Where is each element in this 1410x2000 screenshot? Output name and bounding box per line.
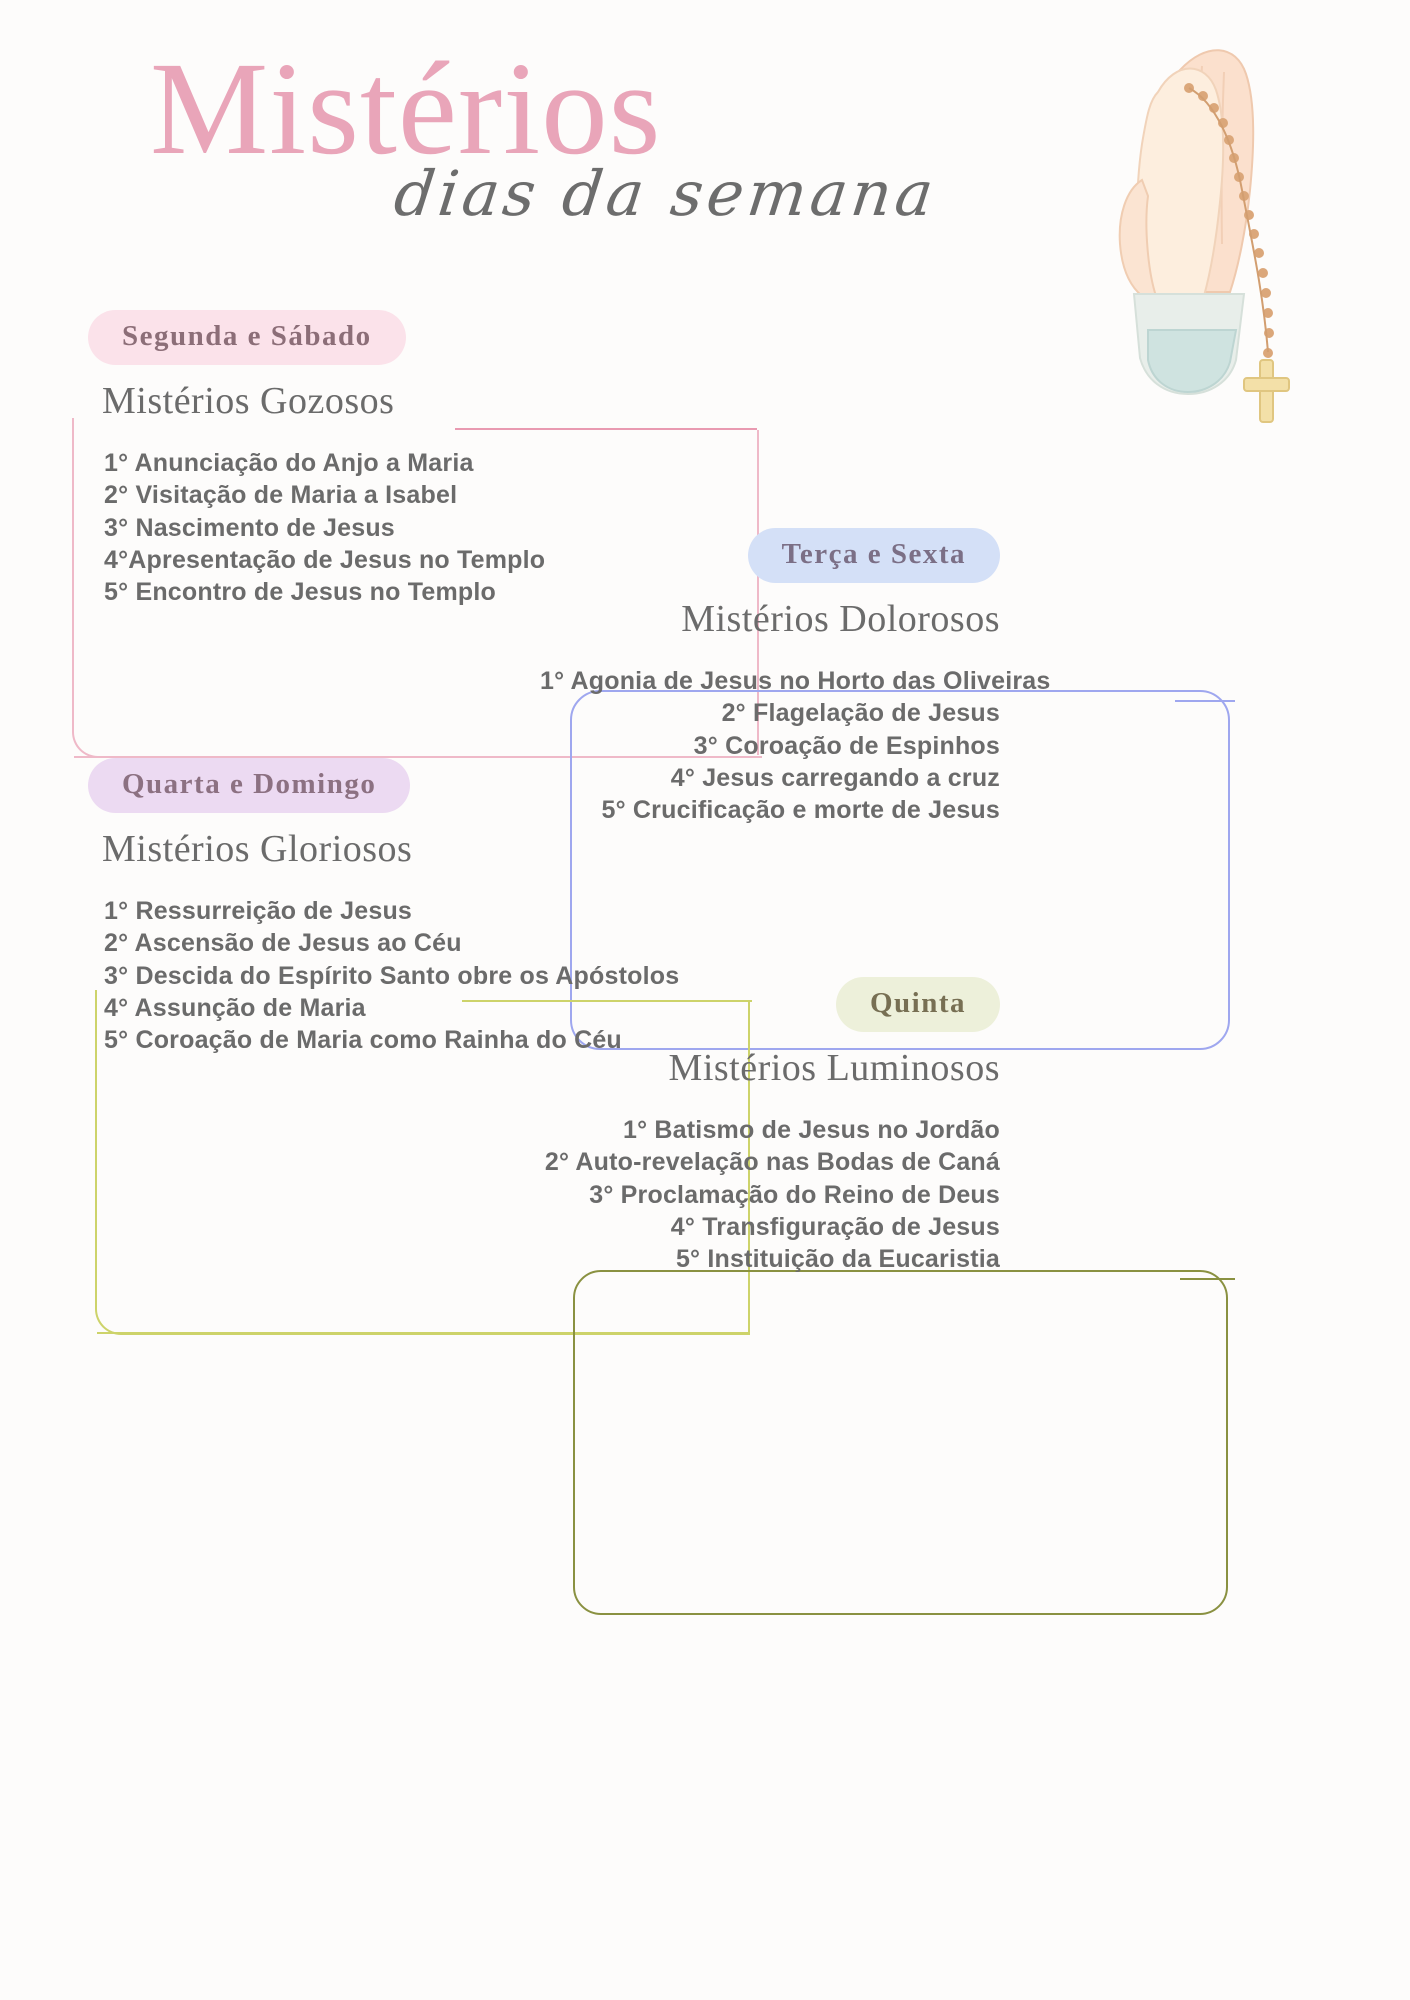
- connector-gozosos: [455, 428, 757, 430]
- days-badge-gloriosos: Quarta e Domingo: [88, 758, 411, 813]
- mystery-title-dolorosos: Mistérios Dolorosos: [681, 598, 1000, 640]
- frame-gozosos-right-edge: [757, 430, 759, 755]
- mystery-title-gozosos: Mistérios Gozosos: [102, 380, 395, 422]
- frame-gloriosos-right-edge: [748, 1000, 750, 1333]
- poster-header: Mistérios dias da semana: [0, 0, 1410, 423]
- card-gozosos: Segunda e Sábado Mistérios Gozosos 1° An…: [88, 310, 545, 608]
- connector-luminosos: [1180, 1278, 1235, 1280]
- list-item: 2° Visitação de Maria a Isabel: [104, 481, 458, 510]
- list-item: 3° Proclamação do Reino de Deus: [589, 1180, 1000, 1209]
- mystery-list-dolorosos: 1° Agonia de Jesus no Horto das Oliveira…: [540, 665, 1051, 826]
- card-dolorosos: Terça e Sexta Mistérios Dolorosos 1° Ago…: [540, 528, 1051, 826]
- mystery-title-luminosos: Mistérios Luminosos: [668, 1047, 1000, 1089]
- page-title: Mistérios: [150, 34, 662, 182]
- list-item: 4° Transfiguração de Jesus: [670, 1212, 1000, 1241]
- mystery-list-gloriosos: 1° Ressurreição de Jesus 2° Ascensão de …: [104, 895, 679, 1056]
- list-item: 5° Encontro de Jesus no Templo: [104, 578, 496, 606]
- list-item: 5° Crucificação e morte de Jesus: [601, 796, 1000, 824]
- frame-gloriosos-bottom-edge: [97, 1332, 748, 1334]
- list-item: 3° Coroação de Espinhos: [693, 731, 1000, 760]
- list-item: 1° Anunciação do Anjo a Maria: [104, 449, 474, 477]
- mystery-title-gloriosos: Mistérios Gloriosos: [102, 828, 413, 870]
- list-item: 3° Descida do Espírito Santo obre os Apó…: [104, 961, 680, 990]
- connector-dolorosos: [1175, 700, 1235, 702]
- card-luminosos: Quinta Mistérios Luminosos 1° Batismo de…: [540, 977, 1000, 1275]
- list-item: 4°Apresentação de Jesus no Templo: [104, 545, 546, 574]
- list-item: 3° Nascimento de Jesus: [104, 513, 395, 542]
- list-item: 5° Instituição da Eucaristia: [675, 1245, 1000, 1273]
- days-badge-dolorosos: Terça e Sexta: [747, 528, 1000, 583]
- list-item: 1° Ressurreição de Jesus: [104, 897, 413, 925]
- list-item: 1° Agonia de Jesus no Horto das Oliveira…: [540, 667, 1051, 695]
- frame-gozosos-bottom-edge: [74, 756, 760, 758]
- list-item: 4° Assunção de Maria: [104, 993, 366, 1022]
- page-subtitle: dias da semana: [390, 157, 942, 230]
- frame-dolorosos: [570, 690, 1230, 1050]
- frame-luminosos: [573, 1270, 1228, 1615]
- mystery-list-luminosos: 1° Batismo de Jesus no Jordão 2° Auto-re…: [540, 1114, 1000, 1275]
- frame-gloriosos: [95, 990, 750, 1335]
- praying-hands-icon: [1030, 30, 1370, 470]
- list-item: 5° Coroação de Maria como Rainha do Céu: [104, 1026, 622, 1054]
- connector-gloriosos: [462, 1000, 752, 1002]
- mystery-list-gozosos: 1° Anunciação do Anjo a Maria 2° Visitaç…: [104, 447, 545, 608]
- list-item: 2° Ascensão de Jesus ao Céu: [104, 929, 462, 958]
- list-item: 4° Jesus carregando a cruz: [670, 763, 1000, 792]
- list-item: 2° Flagelação de Jesus: [721, 699, 1000, 728]
- days-badge-gozosos: Segunda e Sábado: [88, 310, 406, 365]
- days-badge-luminosos: Quinta: [835, 977, 1000, 1032]
- list-item: 1° Batismo de Jesus no Jordão: [622, 1116, 1000, 1144]
- card-gloriosos: Quarta e Domingo Mistérios Gloriosos 1° …: [88, 758, 679, 1056]
- list-item: 2° Auto-revelação nas Bodas de Caná: [544, 1148, 1000, 1177]
